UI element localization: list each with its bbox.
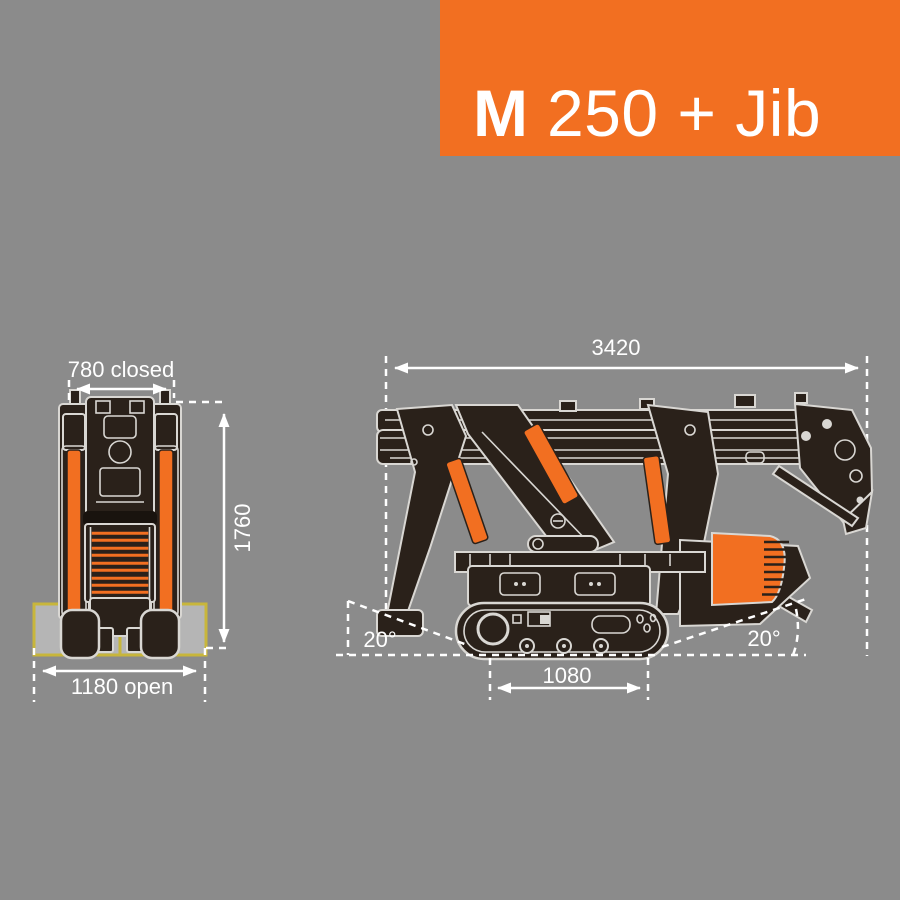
dim-label-length: 3420 — [591, 335, 641, 360]
angle-label-left: 20° — [363, 627, 397, 652]
rear-leg-cylinder — [642, 454, 672, 546]
front-leg-cylinder — [445, 457, 489, 545]
dim-label-width-closed: 780 closed — [67, 357, 175, 382]
side-track — [454, 601, 670, 661]
dim-label-height: 1760 — [230, 503, 255, 553]
model-title-prefix: M — [473, 76, 529, 150]
side-main-boom — [454, 404, 616, 564]
dim-label-track-center: 1080 — [542, 663, 592, 688]
angle-label-right: 20° — [747, 626, 781, 651]
front-view-drawing — [32, 389, 208, 660]
model-title-rest: 250 + Jib — [546, 76, 822, 150]
side-jib-head — [771, 402, 874, 536]
side-view-dimensions — [336, 362, 859, 700]
side-view-drawing — [376, 392, 874, 661]
front-view-dimensions — [32, 380, 230, 702]
front-track-right — [139, 608, 181, 660]
side-chassis — [467, 565, 651, 607]
boom-cylinder — [523, 423, 579, 505]
front-track-left — [59, 608, 101, 660]
side-engine-cover — [679, 531, 812, 628]
front-grille — [84, 523, 156, 603]
dim-label-width-open: 1180 open — [70, 674, 174, 699]
front-body — [85, 396, 155, 520]
